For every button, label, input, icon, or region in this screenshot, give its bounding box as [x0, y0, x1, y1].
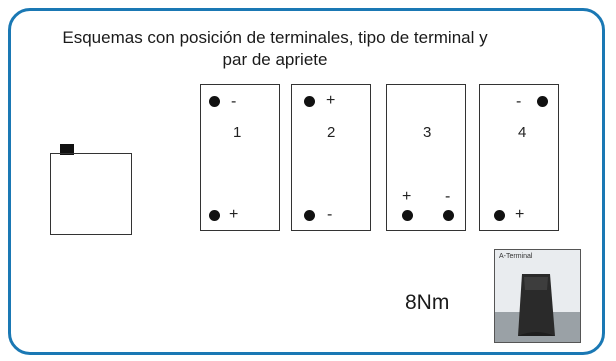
- tightening-torque: 8Nm: [405, 291, 450, 314]
- terminal-symbol: +: [402, 188, 412, 205]
- terminal-type-label: A-Terminal: [499, 253, 533, 260]
- layout-number: 4: [518, 124, 527, 141]
- diagram-title: Esquemas con posición de terminales, tip…: [62, 28, 488, 69]
- terminal-dot: [209, 96, 220, 107]
- terminal-dot: [537, 96, 548, 107]
- terminal-symbol: -: [327, 206, 333, 223]
- battery-side-view: [50, 153, 132, 235]
- terminal-dot: [494, 210, 505, 221]
- terminal-layout-1: - 1 +: [200, 84, 280, 231]
- terminal-layout-3: 3 + -: [386, 84, 466, 231]
- terminal-layout-4: - 4 +: [479, 84, 559, 231]
- terminal-symbol: +: [229, 206, 239, 223]
- layout-number: 2: [327, 124, 336, 141]
- terminal-dot: [304, 96, 315, 107]
- terminal-type-image: A-Terminal: [494, 249, 581, 343]
- terminal-dot: [443, 210, 454, 221]
- terminal-dot: [304, 210, 315, 221]
- terminal-symbol: +: [326, 92, 336, 109]
- terminal-dot: [209, 210, 220, 221]
- terminal-dot: [402, 210, 413, 221]
- terminal-symbol: -: [445, 188, 451, 205]
- layout-number: 3: [423, 124, 432, 141]
- layout-number: 1: [233, 124, 242, 141]
- battery-terminal-post: [60, 144, 74, 155]
- a-terminal-icon: [495, 274, 580, 342]
- terminal-symbol: -: [516, 93, 522, 110]
- terminal-symbol: -: [231, 93, 237, 110]
- terminal-layout-2: + 2 -: [291, 84, 371, 231]
- terminal-symbol: +: [515, 206, 525, 223]
